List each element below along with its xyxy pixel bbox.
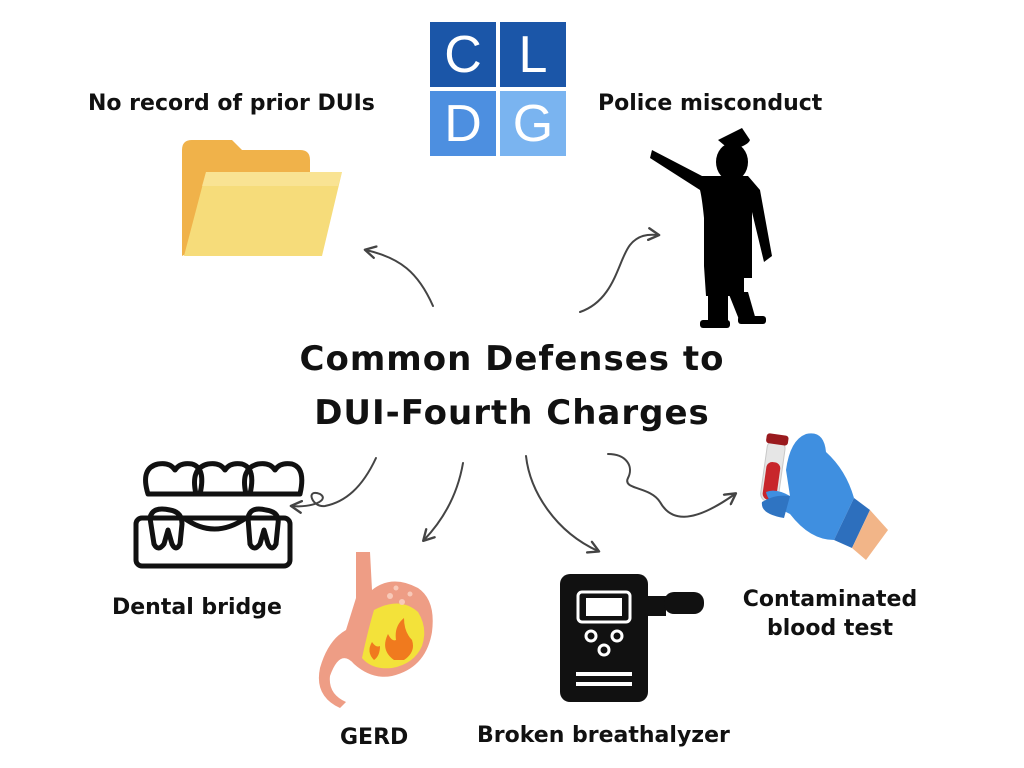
label-contaminated-blood-test: Contaminated blood test — [732, 586, 928, 643]
logo-letter-d: D — [430, 91, 496, 156]
logo-letter-g: G — [500, 91, 566, 156]
label-broken-breathalyzer: Broken breathalyzer — [477, 723, 730, 748]
stomach-icon — [318, 552, 433, 708]
breathalyzer-icon — [560, 574, 704, 702]
label-contaminated-line2: blood test — [767, 615, 893, 641]
arrow-to-police — [579, 227, 661, 313]
folder-icon — [182, 140, 342, 256]
title-line-1: Common Defenses to — [299, 339, 725, 379]
label-gerd: GERD — [340, 725, 409, 750]
logo-letter-c: C — [430, 22, 496, 87]
diagram-title: Common Defenses to DUI-Fourth Charges — [212, 332, 812, 440]
cldg-logo: C L D G — [430, 22, 566, 156]
arrow-to-blood-test — [607, 453, 738, 518]
label-police-misconduct: Police misconduct — [598, 91, 823, 116]
label-no-prior-duis: No record of prior DUIs — [88, 91, 375, 116]
label-dental-bridge: Dental bridge — [112, 595, 282, 620]
arrow-to-dental-bridge — [289, 457, 377, 514]
logo-letter-l: L — [500, 22, 566, 87]
dental-bridge-icon — [133, 461, 305, 569]
blood-test-icon — [760, 433, 888, 560]
title-line-2: DUI-Fourth Charges — [314, 393, 710, 433]
arrow-to-folder — [363, 245, 434, 307]
label-contaminated-line1: Contaminated — [742, 587, 918, 612]
arrow-to-breathalyzer — [525, 455, 601, 554]
police-officer-icon — [650, 128, 772, 328]
arrow-to-stomach — [422, 462, 464, 543]
